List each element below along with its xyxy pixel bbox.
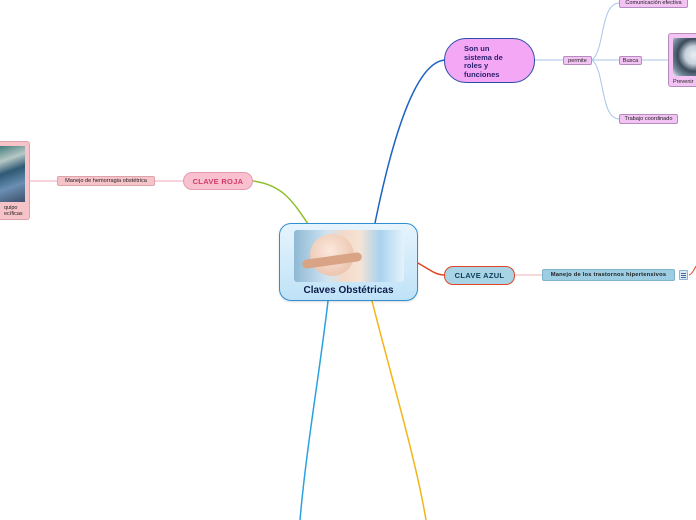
prevenir-image [673,38,696,76]
note-icon[interactable] [679,270,688,280]
branch-sistema [374,59,446,224]
branch-clave-roja [252,180,309,225]
hipertensivos-node[interactable]: Manejo de los trastornos hipertensivos [542,269,675,281]
branch-permite-trabajo [591,59,620,120]
central-title: Claves Obstétricas [303,285,394,296]
busca-node[interactable]: Busca [619,56,642,65]
branch-orange [371,300,427,520]
medical-team-image [0,146,25,202]
note-line [681,276,686,278]
branch-permite-comunic [591,2,620,61]
prevenir-card-text: Prevenir [673,79,694,85]
branch-azul-continue [688,265,696,276]
central-topic[interactable]: Claves Obstétricas [279,223,418,301]
sistema-node[interactable]: Son un sistema de roles y funciones [444,38,535,83]
equipo-card[interactable]: quipo ecíficas [0,141,30,220]
equipo-card-line1: quipo [4,205,18,211]
branch-cyan [299,300,329,520]
clave-roja-node[interactable]: CLAVE ROJA [183,172,253,190]
hemorragia-node[interactable]: Manejo de hemorragia obstétrica [57,176,155,186]
comunicacion-node[interactable]: Comunicación efectiva [619,0,688,8]
note-line [681,274,686,276]
prevenir-card[interactable]: Prevenir [668,33,696,87]
pregnancy-image [294,230,404,282]
branch-clave-azul [417,262,445,276]
clave-azul-node[interactable]: CLAVE AZUL [444,266,515,285]
permite-node[interactable]: permite [563,56,592,65]
note-line [681,272,686,274]
equipo-card-line2: ecíficas [4,211,23,217]
trabajo-node[interactable]: Trabajo coordinado [619,114,678,124]
